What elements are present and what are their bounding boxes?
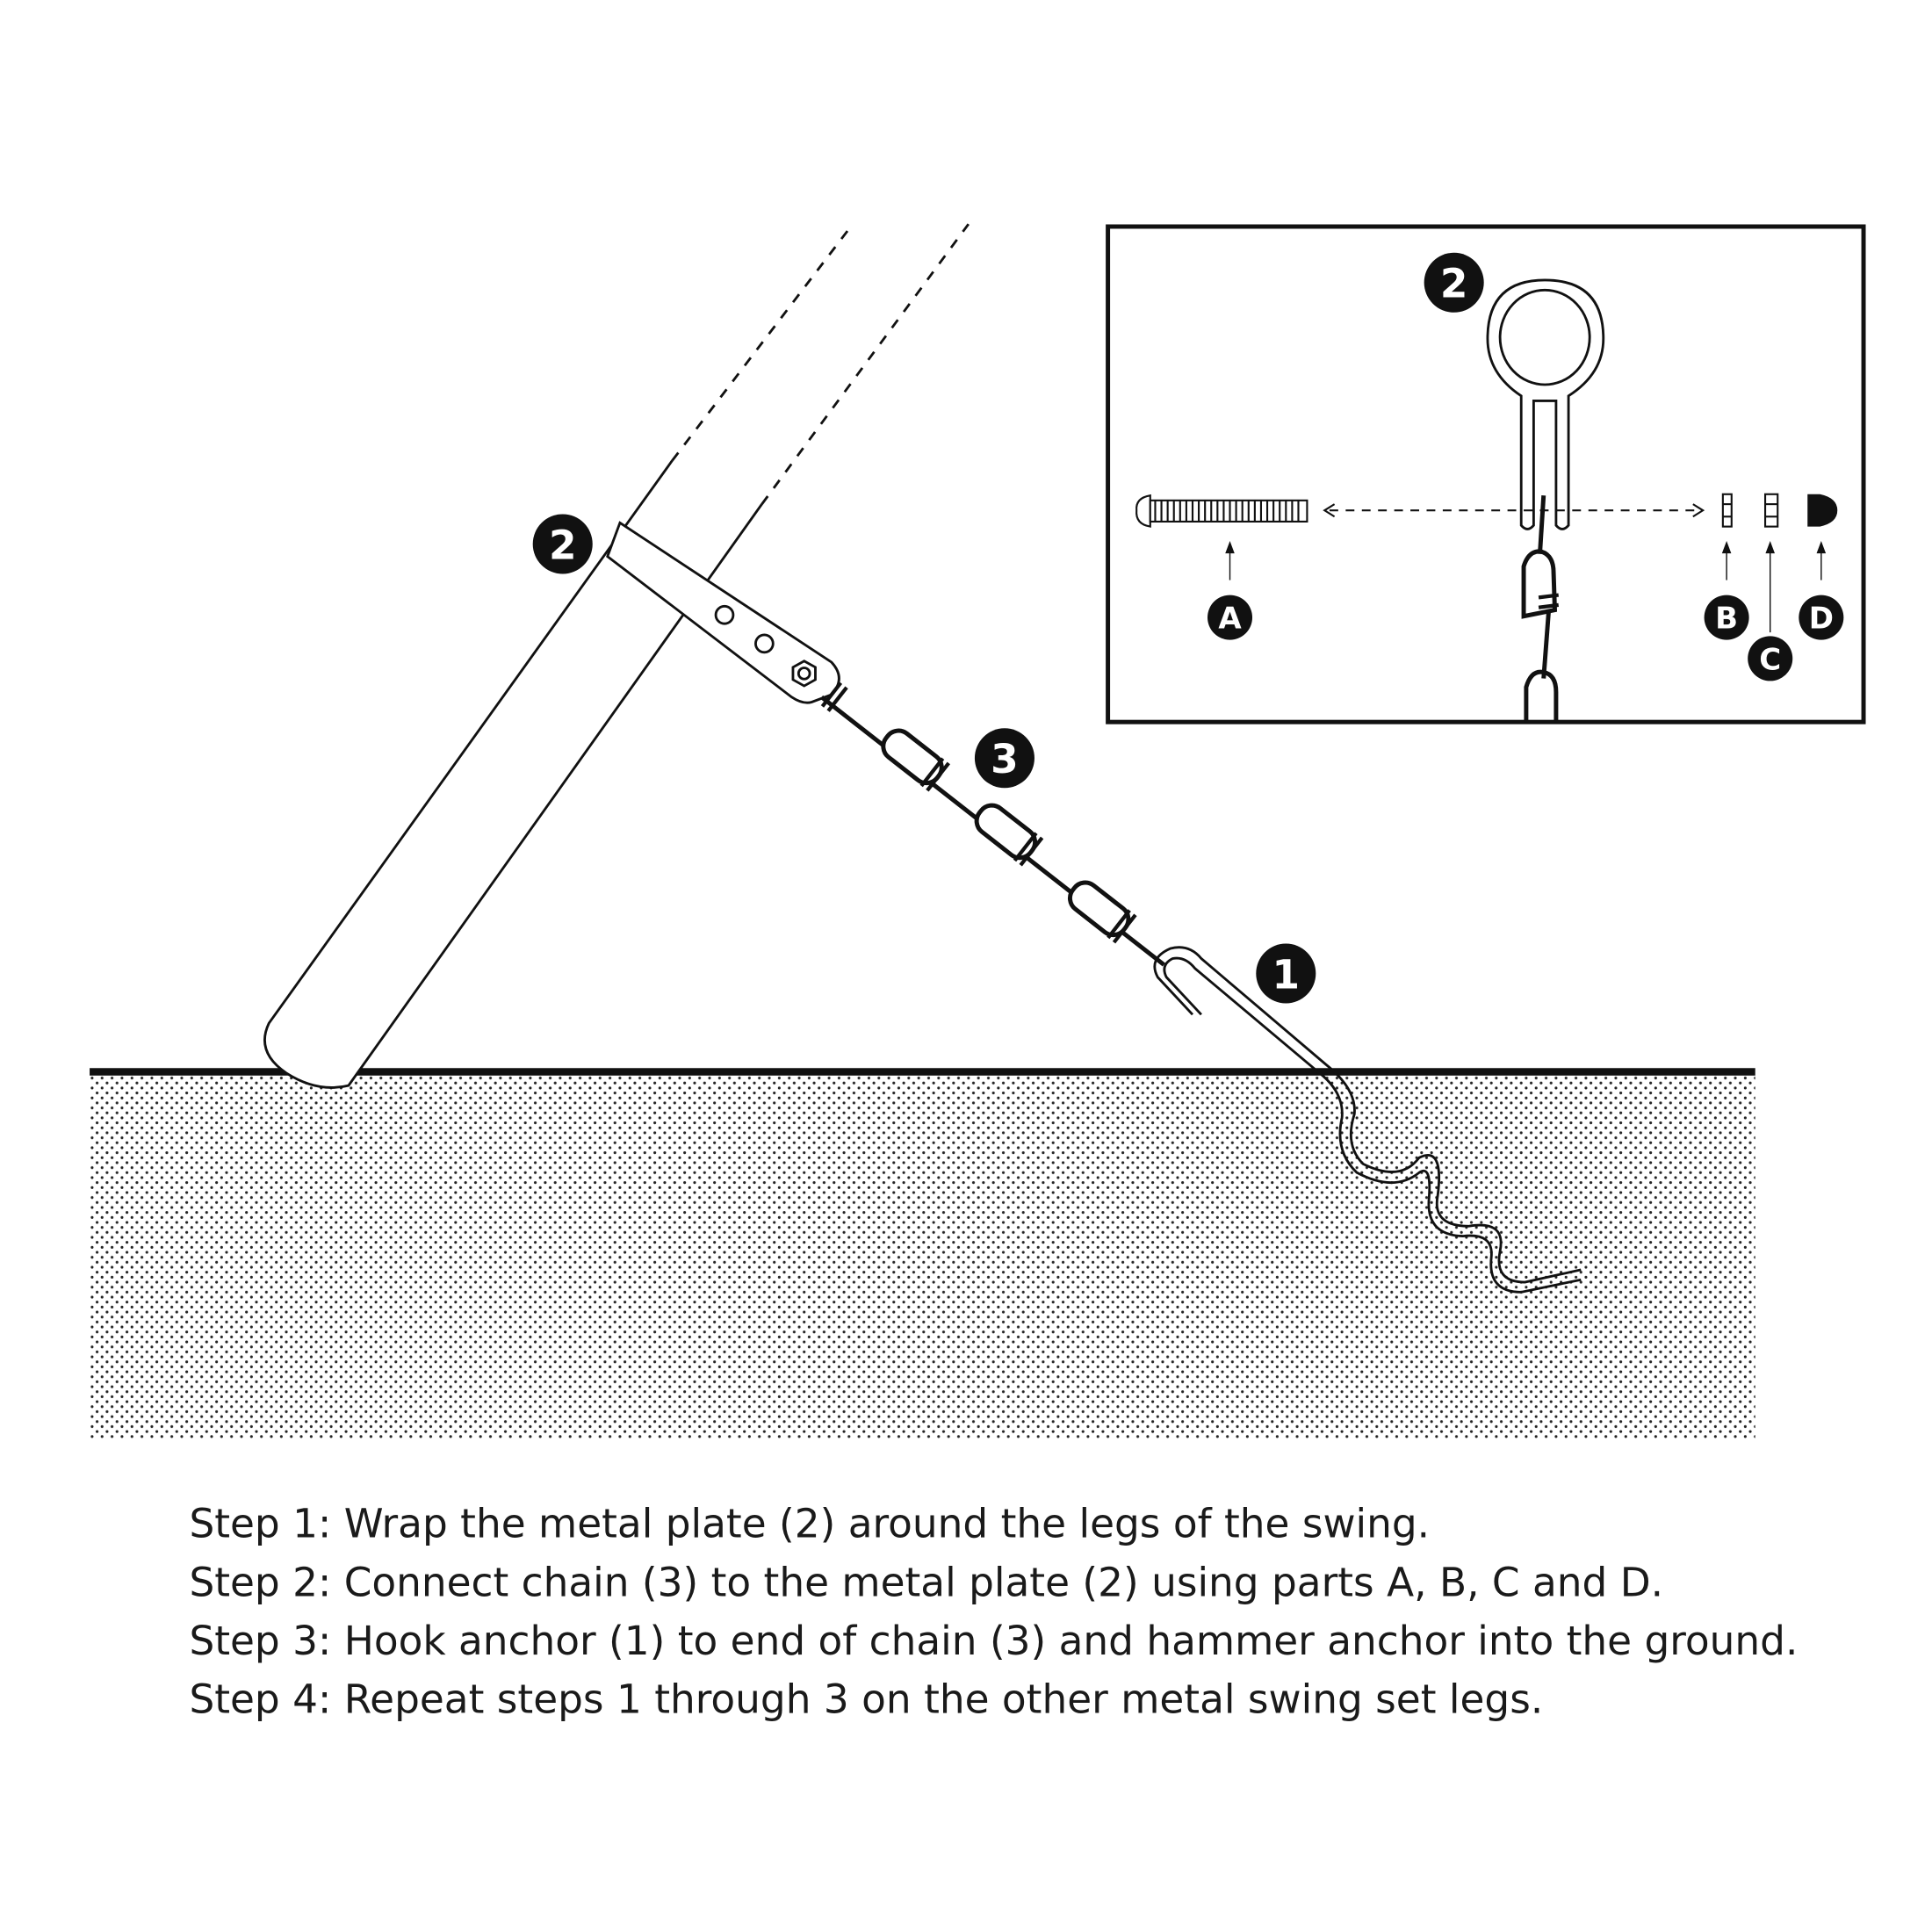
instructions: Step 1: Wrap the metal plate (2) around … [189, 1501, 1798, 1723]
ground [90, 1068, 1755, 1439]
leg-dashed-edge [761, 223, 970, 505]
svg-text:B: B [1715, 602, 1738, 637]
bolt-nut-icon [791, 660, 817, 688]
leg-dashed-edge [671, 223, 854, 462]
callout-plate: 2 [532, 514, 593, 574]
part-a-bolt-icon [1135, 494, 1308, 528]
swing-leg [263, 223, 970, 1089]
label-part-a: A [1208, 595, 1253, 640]
instruction-step-4: Step 4: Repeat steps 1 through 3 on the … [189, 1676, 1543, 1723]
metal-plate [606, 521, 840, 704]
ground-anchor [1153, 946, 1582, 1294]
inset-chain [1521, 495, 1560, 723]
svg-text:2: 2 [549, 522, 577, 568]
plate-hole [714, 604, 735, 625]
svg-text:2: 2 [1440, 261, 1468, 307]
part-arrows [1225, 541, 1827, 633]
instruction-step-2: Step 2: Connect chain (3) to the metal p… [189, 1559, 1663, 1605]
assembly-dashed-arrow [1323, 503, 1705, 518]
callout-anchor: 1 [1256, 943, 1316, 1004]
part-c-nut-icon [1763, 493, 1779, 528]
svg-text:C: C [1759, 642, 1781, 677]
chain-link [970, 798, 1042, 866]
label-part-b: B [1704, 595, 1749, 640]
label-part-d: D [1799, 595, 1844, 640]
instruction-step-3: Step 3: Hook anchor (1) to end of chain … [189, 1618, 1798, 1664]
svg-text:D: D [1809, 602, 1834, 637]
svg-text:3: 3 [991, 736, 1019, 782]
callout-chain: 3 [974, 728, 1034, 789]
label-part-c: C [1748, 636, 1793, 681]
part-b-washer-icon [1721, 493, 1733, 528]
chain [820, 681, 1165, 967]
instruction-step-1: Step 1: Wrap the metal plate (2) around … [189, 1501, 1430, 1547]
plate-hole [754, 633, 775, 654]
part-d-cap-icon [1807, 494, 1838, 527]
detail-inset: 2 [1106, 224, 1866, 724]
svg-text:A: A [1218, 602, 1242, 637]
chain-link [876, 724, 949, 791]
soil-area [90, 1075, 1755, 1439]
callout-inset-plate: 2 [1424, 252, 1484, 313]
svg-text:1: 1 [1272, 951, 1301, 998]
plate-end-view [1486, 278, 1605, 530]
